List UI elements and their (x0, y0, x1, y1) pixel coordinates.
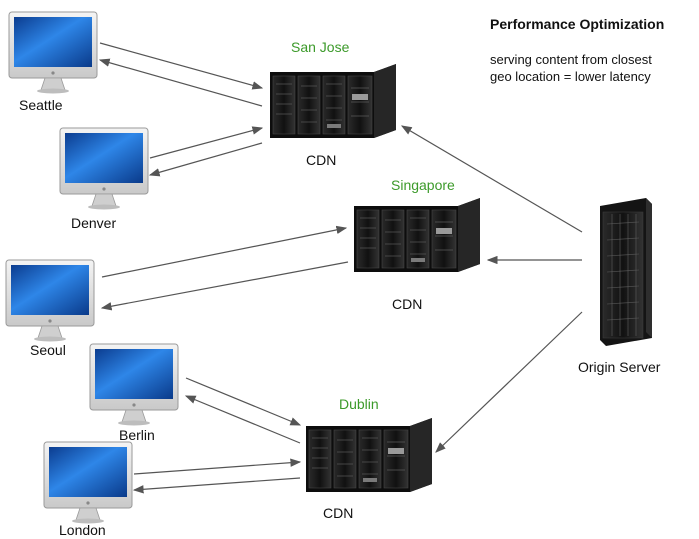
connection-arrows (98, 42, 583, 494)
arrow-origin-to-sanjose (400, 125, 583, 233)
origin-server: Origin Server (578, 198, 661, 375)
client-berlin: Berlin (89, 343, 179, 443)
origin-server-label: Origin Server (578, 359, 661, 375)
server-rack-icon (269, 63, 397, 139)
arrow-seoul-to-singapore (101, 225, 348, 278)
cdn-node-singapore: Singapore CDN (353, 177, 481, 312)
cdn-node-sanjose: San Jose CDN (269, 39, 397, 168)
server-rack-icon (353, 197, 481, 273)
arrow-sanjose-to-denver (148, 142, 263, 177)
server-rack-icon (305, 417, 433, 493)
cdn-label: CDN (323, 505, 353, 521)
arrow-sanjose-to-seattle (98, 58, 263, 107)
cdn-label: CDN (306, 152, 336, 168)
arrow-seattle-to-sanjose (99, 42, 264, 90)
description-line-1: serving content from closest (490, 52, 652, 67)
arrow-singapore-to-seoul (100, 261, 349, 311)
client-denver: Denver (59, 127, 149, 231)
cdn-node-dublin: Dublin CDN (305, 396, 433, 521)
description-line-2: geo location = lower latency (490, 69, 651, 84)
arrow-origin-to-dublin (435, 311, 583, 453)
client-label-berlin: Berlin (119, 427, 155, 443)
computer-icon (43, 441, 133, 524)
header: Performance Optimization serving content… (490, 16, 664, 84)
arrow-london-to-dublin (133, 458, 302, 475)
client-label-seattle: Seattle (19, 97, 63, 113)
computer-icon (8, 11, 98, 94)
client-seattle: Seattle (8, 11, 98, 113)
client-label-denver: Denver (71, 215, 116, 231)
page-title: Performance Optimization (490, 16, 664, 32)
computer-icon (89, 343, 179, 426)
client-label-seoul: Seoul (30, 342, 66, 358)
computer-icon (59, 127, 149, 210)
computer-icon (5, 259, 95, 342)
client-seoul: Seoul (5, 259, 95, 358)
tower-server-icon (600, 198, 652, 346)
arrow-dublin-to-london (132, 477, 301, 494)
cdn-location-label: Singapore (391, 177, 455, 193)
cdn-location-label: Dublin (339, 396, 379, 412)
client-label-london: London (59, 522, 106, 538)
arrow-dublin-to-berlin (184, 395, 301, 444)
cdn-location-label: San Jose (291, 39, 350, 55)
client-london: London (43, 441, 133, 538)
arrow-denver-to-sanjose (149, 126, 264, 159)
arrow-berlin-to-dublin (185, 377, 302, 426)
cdn-label: CDN (392, 296, 422, 312)
